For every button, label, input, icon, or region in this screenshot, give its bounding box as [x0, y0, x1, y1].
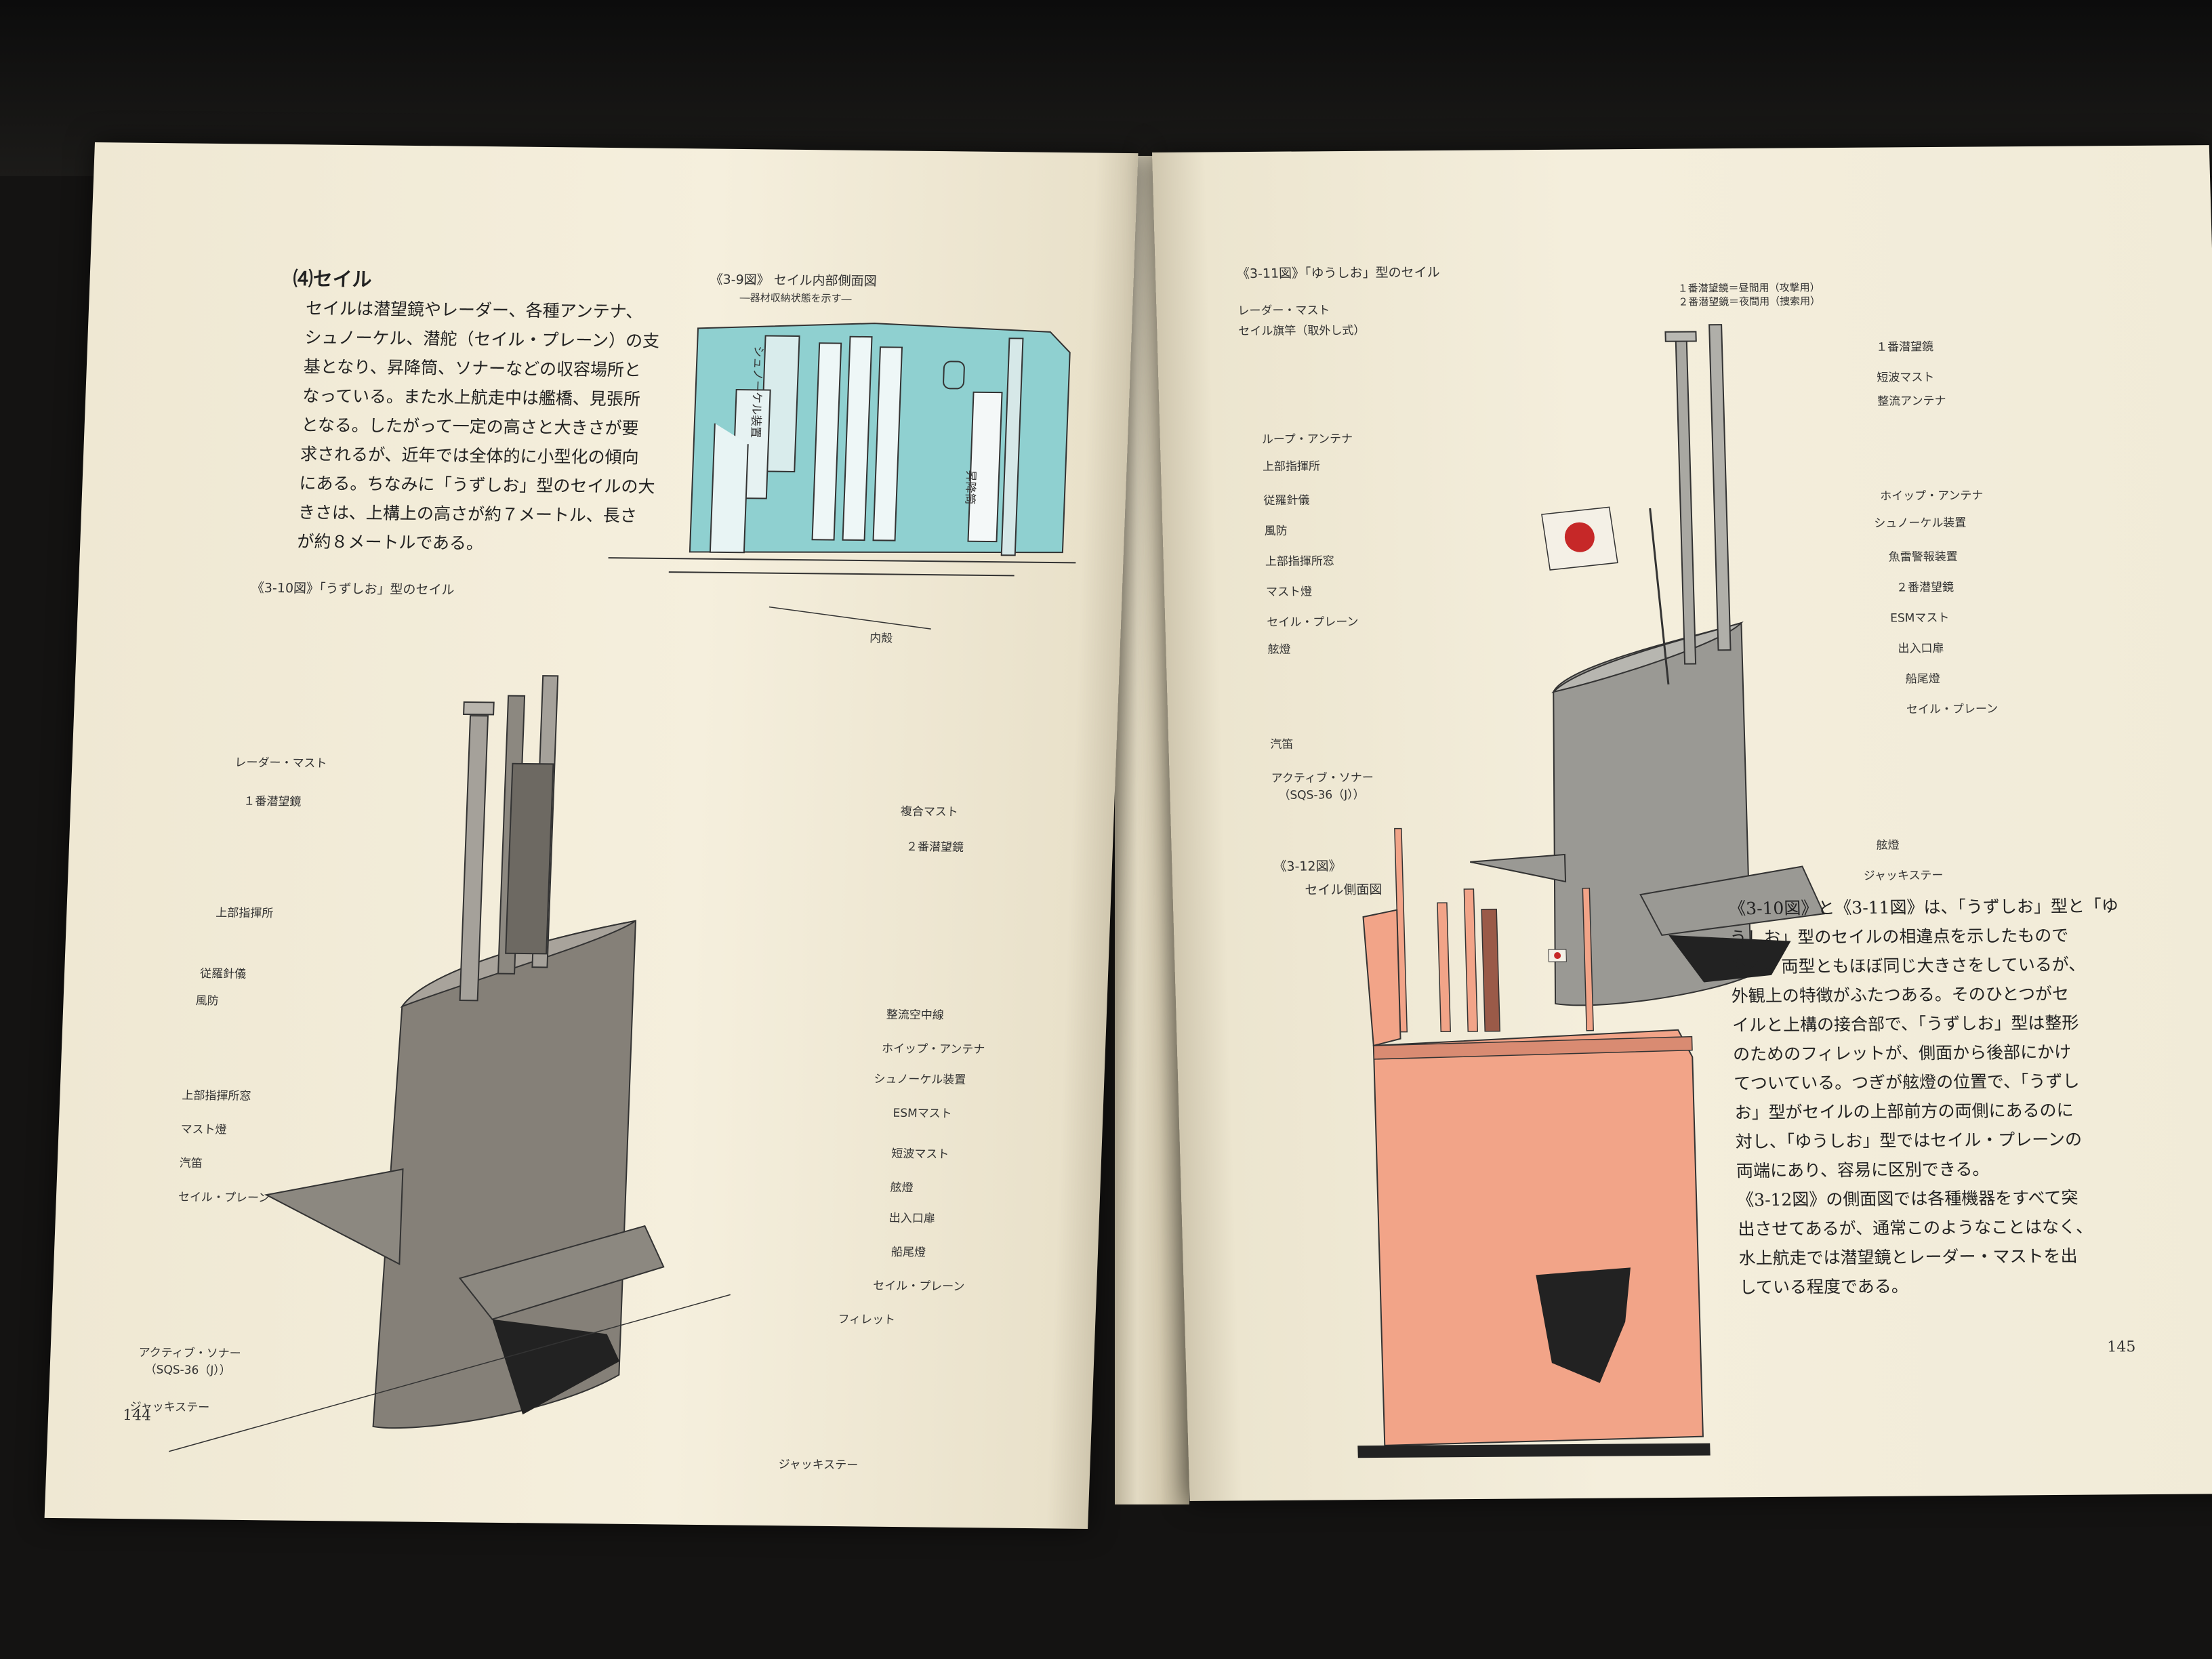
- fig11-label-right-0: １番潜望鏡: [1875, 340, 1934, 354]
- fig10-label-right-9: 船尾燈: [890, 1245, 926, 1260]
- text-line: している程度である。: [1739, 1276, 1909, 1298]
- text-line: 両端にあり、容易に区別できる。: [1736, 1159, 1990, 1181]
- fig10-label-right-7: 舷燈: [890, 1181, 914, 1195]
- fig11-label-left-1: セイル旗竿（取外し式）: [1238, 323, 1366, 339]
- text-line: 基となり、昇降筒、ソナーなどの収容場所と: [303, 356, 642, 380]
- fig10-label-left-5: 上部指揮所窓: [182, 1088, 251, 1103]
- page-number-right: 145: [2106, 1338, 2136, 1356]
- left-page: ⑷セイル セイルは潜望鏡やレーダー、各種アンテナ、 シュノーケル、潜舵（セイル・…: [44, 142, 1139, 1530]
- text-line: が約８メートルである。: [296, 531, 484, 554]
- fig10-label-left-0: レーダー・マスト: [234, 756, 327, 771]
- fig10-label-right-6: 短波マスト: [890, 1147, 949, 1162]
- fig11-label-right-6: ２番潜望鏡: [1896, 580, 1954, 595]
- fig11-label-left-7: マスト燈: [1265, 585, 1313, 599]
- fig11-label-left-6: 上部指揮所窓: [1265, 554, 1335, 569]
- text-line: 求されるが、近年では全体的に小型化の傾向: [300, 444, 640, 468]
- text-line: シュノーケル、潜舵（セイル・プレーン）の支: [304, 327, 660, 351]
- fig11-label-left-12: （SQS-36（J））: [1278, 787, 1366, 802]
- fig11-label-right-12: ジャッキステー: [1863, 869, 1944, 883]
- fig10-label-left-3: 従羅針儀: [199, 967, 247, 981]
- fig11-label-right-1: 短波マスト: [1877, 370, 1935, 385]
- fig10-label-right-8: 出入口扉: [888, 1211, 936, 1226]
- fig9-title: 《3-9図》 セイル内部側面図: [710, 272, 878, 289]
- right-body-text: 《3-10図》と《3-11図》は、「うずしお」型と「ゆ うしお」型のセイルの相違…: [1729, 891, 2130, 1302]
- fig11-label-right-8: 出入口扉: [1898, 641, 1944, 656]
- fig11-label-left-3: 上部指揮所: [1262, 459, 1321, 474]
- fig10-label-left-8: セイル・プレーン: [178, 1190, 270, 1206]
- fig10-label-left-2: 上部指揮所: [215, 906, 274, 921]
- text-line: うしお」型のセイルの相違点を示したもので: [1729, 925, 2069, 948]
- fig10-label-right-3: ホイップ・アンテナ: [881, 1042, 985, 1057]
- fig11-label-right-5: 魚雷警報装置: [1888, 550, 1958, 565]
- fig11-label-right-10: セイル・プレーン: [1906, 702, 1999, 717]
- fig11-label-left-11: アクティブ・ソナー: [1271, 771, 1374, 785]
- fig11-label-left-4: 従羅針儀: [1263, 493, 1310, 508]
- fig10-label-right-1: ２番潜望鏡: [905, 840, 964, 855]
- fig10-label-right-2: 整流空中線: [886, 1008, 945, 1023]
- fig10-label-right-11: フィレット: [838, 1313, 896, 1327]
- text-line: となる。したがって一定の高さと大きさが要: [301, 415, 640, 438]
- fig10-label-bottom: ジャッキステー: [778, 1458, 859, 1473]
- fig11-label-right-4: シュノーケル装置: [1874, 516, 1967, 531]
- fig12-diagram: [1357, 827, 1711, 1458]
- text-line: きさは、上構上の高さが約７メートル、長さ: [298, 502, 638, 526]
- fig10-label-right-0: 複合マスト: [900, 804, 959, 819]
- text-line: 《3-10図》と《3-11図》は、「うずしお」型と「ゆ: [1728, 896, 2119, 919]
- text-line: お」型がセイルの上部前方の両側にあるのに: [1734, 1100, 2074, 1123]
- page-number-left: 144: [122, 1407, 152, 1425]
- right-page: 《3-11図》「ゆうしお」型のセイル １番潜望鏡＝昼間用（攻撃用） ２番潜望鏡＝…: [1152, 145, 2212, 1501]
- fig10-label-left-9: アクティブ・ソナー: [138, 1346, 241, 1361]
- fig9-subtitle: ―器材収納状態を示す―: [739, 291, 852, 305]
- fig11-label-left-9: 舷燈: [1267, 642, 1291, 657]
- fig10-label-left-7: 汽笛: [179, 1156, 203, 1171]
- text-line: なっている。また水上航走中は艦橋、見張所: [302, 386, 641, 409]
- fig11-label-right-2: 整流アンテナ: [1877, 394, 1946, 409]
- text-line: 対し、「ゆうしお」型ではセイル・プレーンの: [1735, 1129, 2083, 1152]
- fig10-title: 《3-10図》「うずしお」型のセイル: [251, 580, 455, 598]
- text-line: のためのフィレットが、側面から後部にかけ: [1732, 1042, 2072, 1065]
- text-line: ある。両型ともほぼ同じ大きさをしているが、: [1730, 954, 2086, 977]
- fig10-label-right-5: ESMマスト: [893, 1106, 953, 1121]
- fig11-label-left-5: 風防: [1264, 524, 1288, 538]
- fig11-label-left-0: レーダー・マスト: [1237, 304, 1330, 319]
- text-line: てついている。つぎが舷燈の位置で、「うずし: [1733, 1071, 2080, 1094]
- text-line: 《3-12図》の側面図では各種機器をすべて突: [1736, 1187, 2078, 1210]
- fig10-label-left-1: １番潜望鏡: [243, 794, 302, 809]
- fig11-label-right-11: 舷燈: [1876, 838, 1900, 853]
- text-line: イルと上構の接合部で、「うずしお」型は整形: [1732, 1012, 2079, 1036]
- fig9-diagram: [608, 323, 1076, 630]
- fig11-diagram: [1470, 324, 1825, 1006]
- fig10-label-left-10: （SQS-36（J））: [144, 1363, 232, 1378]
- fig11-label-right-7: ESMマスト: [1889, 611, 1950, 626]
- fig9-label-snorkel: シュノーケル装置: [748, 346, 766, 438]
- fig11-label-left-2: ループ・アンテナ: [1261, 432, 1353, 447]
- fig10-diagram: [169, 675, 731, 1452]
- fig10-label-right-10: セイル・プレーン: [872, 1279, 965, 1294]
- fig11-title: 《3-11図》「ゆうしお」型のセイル: [1236, 265, 1440, 282]
- fig10-label-left-6: マスト燈: [180, 1122, 227, 1137]
- text-line: 外観上の特徴がふたつある。そのひとつがセ: [1731, 983, 2070, 1006]
- fig10-label-left-4: 風防: [195, 994, 219, 1008]
- fig11-label-left-10: 汽笛: [1270, 737, 1294, 752]
- section-heading: ⑷セイル: [293, 267, 373, 291]
- text-line: セイルは潜望鏡やレーダー、各種アンテナ、: [305, 298, 643, 322]
- left-body-text: セイルは潜望鏡やレーダー、各種アンテナ、 シュノーケル、潜舵（セイル・プレーン）…: [297, 293, 662, 559]
- fig11-label-left-8: セイル・プレーン: [1267, 615, 1359, 630]
- text-line: にある。ちなみに「うずしお」型のセイルの大: [299, 473, 655, 497]
- text-line: 水上航走では潜望鏡とレーダー・マストを出: [1738, 1246, 2078, 1269]
- text-line: 出させてあるが、通常このようなことはなく、: [1737, 1216, 2093, 1240]
- fig9-label-hatch: 昇降筒: [962, 470, 978, 505]
- fig11-label-right-9: 船尾燈: [1905, 672, 1941, 687]
- fig10-label-right-4: シュノーケル装置: [874, 1072, 966, 1087]
- fig11-label-right-3: ホイップ・アンテナ: [1879, 489, 1984, 504]
